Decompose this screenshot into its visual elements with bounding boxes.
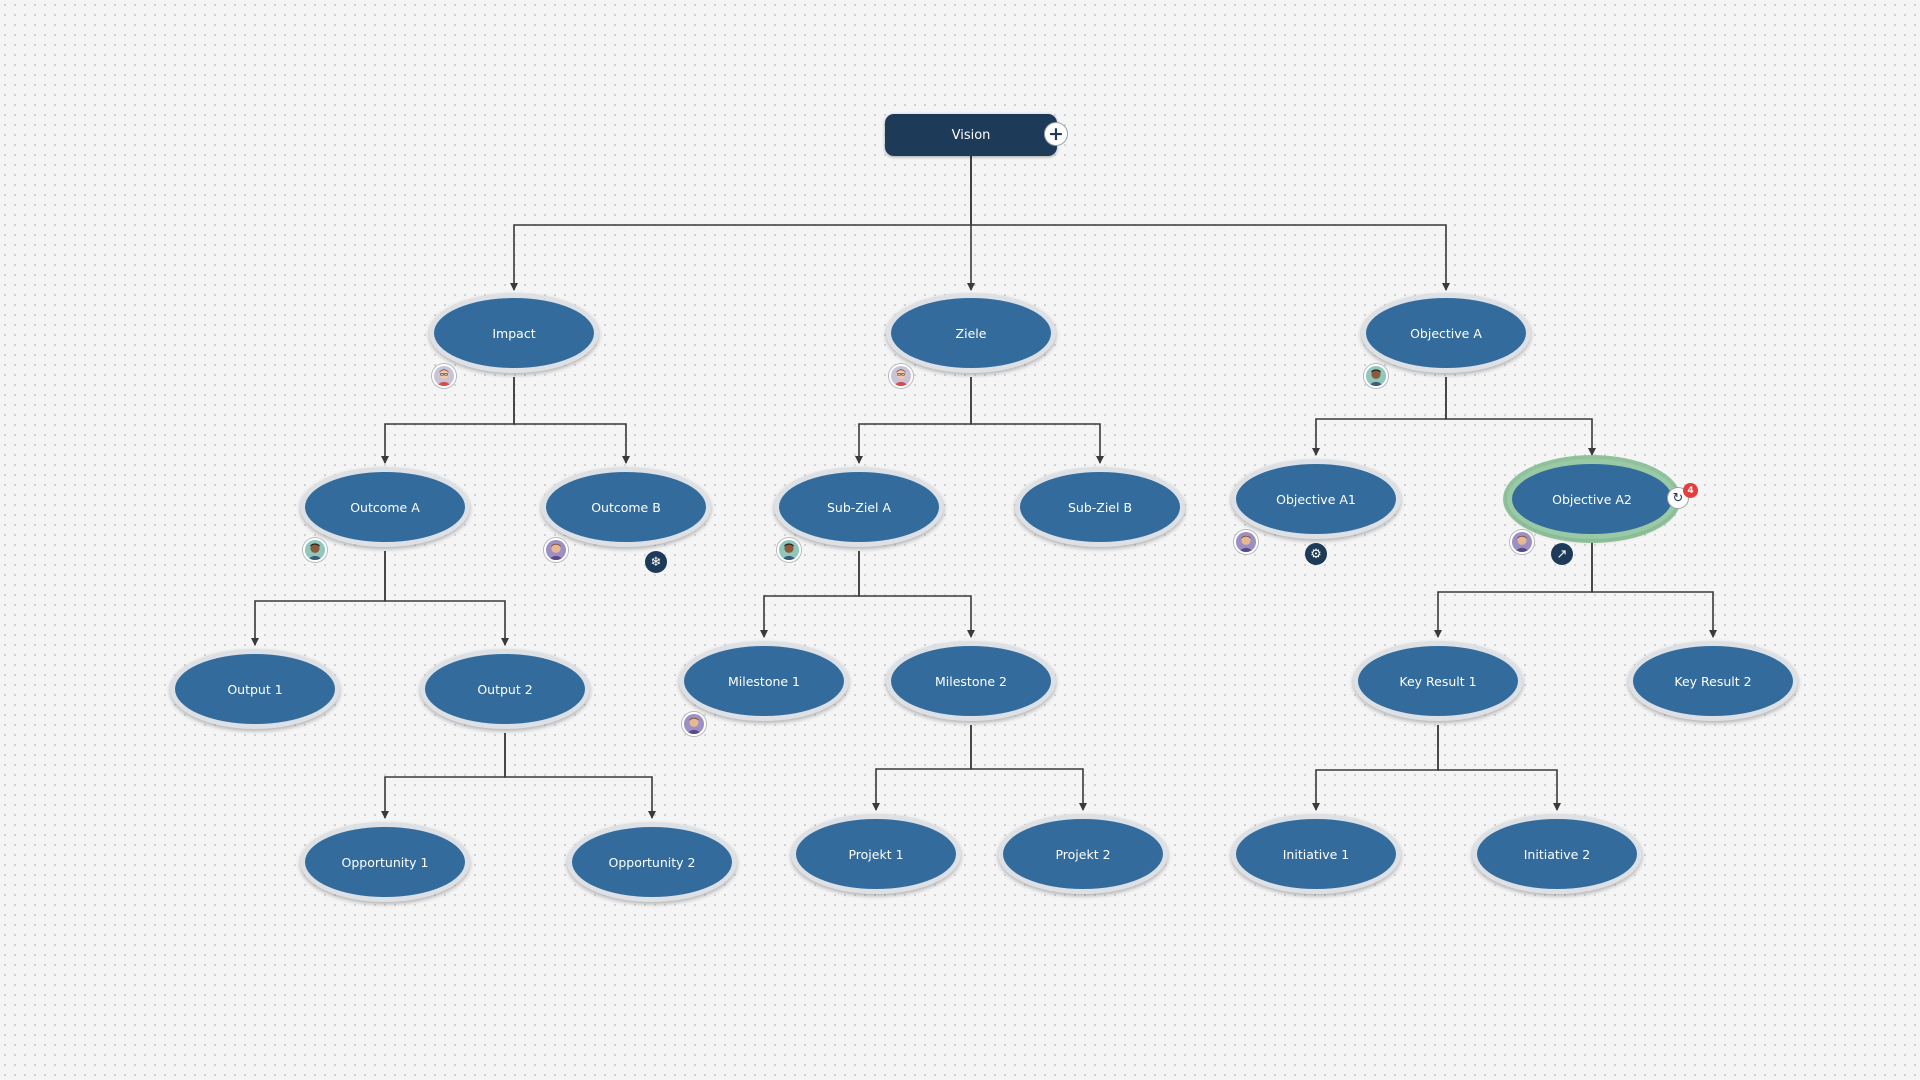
node-objective-a[interactable]: Objective A xyxy=(1361,293,1531,373)
avatar[interactable] xyxy=(303,538,327,562)
node-initiative-1[interactable]: Initiative 1 xyxy=(1231,814,1401,894)
edge-impact-outcome-a xyxy=(381,377,515,464)
node-label: Key Result 2 xyxy=(1674,673,1752,689)
node-projekt-2[interactable]: Projekt 2 xyxy=(998,814,1168,894)
node-label: Outcome B xyxy=(591,499,661,515)
node-ziele[interactable]: Ziele xyxy=(886,293,1056,373)
edge-vision-impact xyxy=(510,156,972,291)
node-objective-a2[interactable]: Objective A2 xyxy=(1507,459,1677,539)
notification-count-badge: 4 xyxy=(1683,483,1698,498)
node-label: Outcome A xyxy=(350,499,420,515)
edge-outcome-a-output-1 xyxy=(251,551,386,646)
avatar[interactable] xyxy=(1510,530,1534,554)
gears-icon[interactable]: ⚙ xyxy=(1305,543,1327,565)
edge-sub-ziel-a-milestone-2 xyxy=(858,551,975,638)
node-label: Opportunity 2 xyxy=(608,854,696,870)
add-child-button[interactable]: + xyxy=(1044,122,1068,146)
edge-objective-a-a1 xyxy=(1312,377,1447,456)
node-label: Impact xyxy=(492,325,536,341)
node-label: Sub-Ziel A xyxy=(826,499,892,515)
node-milestone-2[interactable]: Milestone 2 xyxy=(886,641,1056,721)
node-opportunity-2[interactable]: Opportunity 2 xyxy=(567,822,737,902)
edge-ziele-sub-ziel-b xyxy=(970,377,1104,464)
edge-objective-a2-kr-2 xyxy=(1591,543,1717,638)
edge-sub-ziel-a-milestone-1 xyxy=(760,551,860,638)
node-label: Sub-Ziel B xyxy=(1067,499,1133,515)
node-key-result-1[interactable]: Key Result 1 xyxy=(1353,641,1523,721)
edge-milestone-2-projekt-2 xyxy=(970,725,1087,811)
edge-objective-a-a2 xyxy=(1445,377,1596,456)
node-label: Milestone 2 xyxy=(934,673,1008,689)
node-milestone-1[interactable]: Milestone 1 xyxy=(679,641,849,721)
node-label: Output 2 xyxy=(477,681,533,697)
edge-kr-1-initiative-1 xyxy=(1312,725,1439,811)
edge-output-2-opportunity-2 xyxy=(504,733,656,819)
node-outcome-a[interactable]: Outcome A xyxy=(300,467,470,547)
edge-impact-outcome-b xyxy=(513,377,630,464)
edge-kr-1-initiative-2 xyxy=(1437,725,1561,811)
node-impact[interactable]: Impact xyxy=(429,293,599,373)
node-label: Initiative 2 xyxy=(1523,846,1591,862)
edge-outcome-a-output-2 xyxy=(384,551,509,646)
node-projekt-1[interactable]: Projekt 1 xyxy=(791,814,961,894)
avatar[interactable] xyxy=(432,364,456,388)
vision-label: Vision xyxy=(951,127,991,143)
node-outcome-b[interactable]: Outcome B xyxy=(541,467,711,547)
node-label: Initiative 1 xyxy=(1282,846,1350,862)
node-objective-a1[interactable]: Objective A1 xyxy=(1231,459,1401,539)
node-label: Output 1 xyxy=(227,681,283,697)
avatar[interactable] xyxy=(544,538,568,562)
node-opportunity-1[interactable]: Opportunity 1 xyxy=(300,822,470,902)
node-key-result-2[interactable]: Key Result 2 xyxy=(1628,641,1798,721)
avatar[interactable] xyxy=(777,538,801,562)
node-label: Objective A xyxy=(1410,325,1482,341)
edge-milestone-2-projekt-1 xyxy=(872,725,972,811)
node-output-2[interactable]: Output 2 xyxy=(420,649,590,729)
node-label: Key Result 1 xyxy=(1399,673,1477,689)
node-label: Projekt 1 xyxy=(848,846,904,862)
edge-ziele-sub-ziel-a xyxy=(855,377,972,464)
node-label: Ziele xyxy=(955,325,987,341)
edge-vision-objective-a xyxy=(970,156,1450,291)
avatar[interactable] xyxy=(1234,530,1258,554)
node-output-1[interactable]: Output 1 xyxy=(170,649,340,729)
node-label: Opportunity 1 xyxy=(341,854,429,870)
node-label: Objective A1 xyxy=(1276,491,1356,507)
node-initiative-2[interactable]: Initiative 2 xyxy=(1472,814,1642,894)
node-sub-ziel-b[interactable]: Sub-Ziel B xyxy=(1015,467,1185,547)
vision-node[interactable]: Vision xyxy=(885,114,1057,156)
node-sub-ziel-a[interactable]: Sub-Ziel A xyxy=(774,467,944,547)
plus-icon: + xyxy=(1048,122,1064,145)
share-icon[interactable]: ↗ xyxy=(1551,543,1573,565)
node-label: Milestone 1 xyxy=(727,673,801,689)
node-label: Objective A2 xyxy=(1552,491,1632,507)
avatar[interactable] xyxy=(889,364,913,388)
snowflake-icon[interactable]: ❄ xyxy=(645,551,667,573)
avatar[interactable] xyxy=(1364,364,1388,388)
node-label: Projekt 2 xyxy=(1055,846,1111,862)
avatar[interactable] xyxy=(682,712,706,736)
edge-output-2-opportunity-1 xyxy=(381,733,506,819)
